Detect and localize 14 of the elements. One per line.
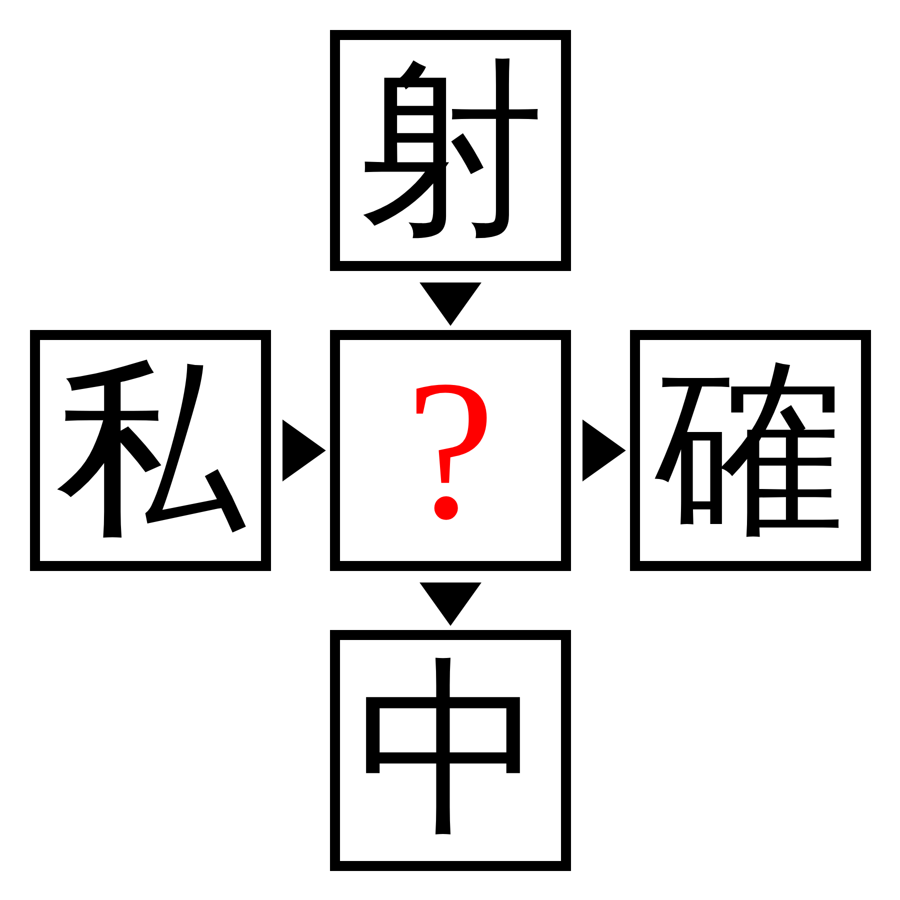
character-box xyxy=(330,330,571,571)
arrow xyxy=(282,420,326,482)
kanji-character: 確 xyxy=(656,356,846,546)
kanji-character: 射 xyxy=(356,56,546,246)
arrow xyxy=(582,420,626,482)
arrow xyxy=(420,282,482,326)
question-mark: ? xyxy=(406,350,495,550)
character-box xyxy=(330,630,571,871)
kanji-character: 私 xyxy=(56,356,246,546)
kanji-character: 中 xyxy=(356,656,546,846)
character-box xyxy=(30,330,271,571)
arrow xyxy=(420,582,482,626)
character-box xyxy=(630,330,871,571)
character-box xyxy=(330,30,571,271)
